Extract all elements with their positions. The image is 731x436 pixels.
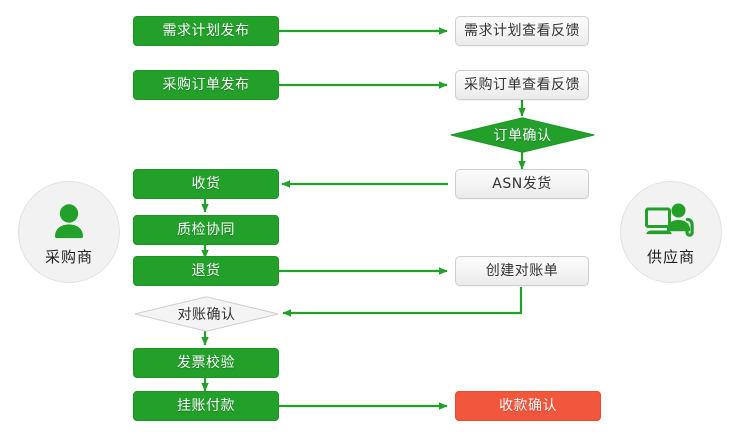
node-label: 订单确认 [493,128,552,144]
node-label: 挂账付款 [177,398,235,414]
node-po-feedback[interactable]: 采购订单查看反馈 [455,70,589,100]
actor-supplier-label: 供应商 [646,247,695,266]
actor-supplier[interactable]: 供应商 [620,181,722,283]
actor-buyer[interactable]: 采购商 [18,181,120,283]
node-po-publish[interactable]: 采购订单发布 [133,70,279,100]
node-receive-goods[interactable]: 收货 [133,169,279,199]
node-label: 质检协同 [177,222,235,238]
person-icon [42,198,96,244]
node-label: 采购订单发布 [162,77,250,93]
node-create-statement[interactable]: 创建对账单 [455,256,589,286]
node-label: 需求计划发布 [162,23,250,39]
node-demand-plan-publish[interactable]: 需求计划发布 [133,16,279,46]
node-label: 对账确认 [177,307,236,323]
node-statement-confirm[interactable]: 对账确认 [134,296,279,332]
person-at-computer-icon [644,198,698,244]
node-label: 采购订单查看反馈 [464,77,580,93]
edge-create-statement-to-statement-confirm [282,287,523,317]
node-return-goods[interactable]: 退货 [133,256,279,286]
node-label: 收款确认 [499,398,557,414]
node-label: 收货 [191,176,221,192]
node-payment-booking[interactable]: 挂账付款 [133,391,279,421]
actor-buyer-label: 采购商 [44,247,93,266]
node-label: 退货 [191,263,221,279]
node-order-confirm[interactable]: 订单确认 [450,117,595,153]
node-label: 需求计划查看反馈 [464,23,580,39]
node-asn-ship[interactable]: ASN发货 [455,169,589,199]
node-label: 创建对账单 [485,263,559,279]
node-label: ASN发货 [492,176,552,192]
node-quality-collab[interactable]: 质检协同 [133,215,279,245]
node-label: 发票校验 [177,355,235,371]
node-receipt-confirm[interactable]: 收款确认 [455,391,601,421]
node-invoice-verify[interactable]: 发票校验 [133,348,279,378]
node-demand-plan-feedback[interactable]: 需求计划查看反馈 [455,16,589,46]
